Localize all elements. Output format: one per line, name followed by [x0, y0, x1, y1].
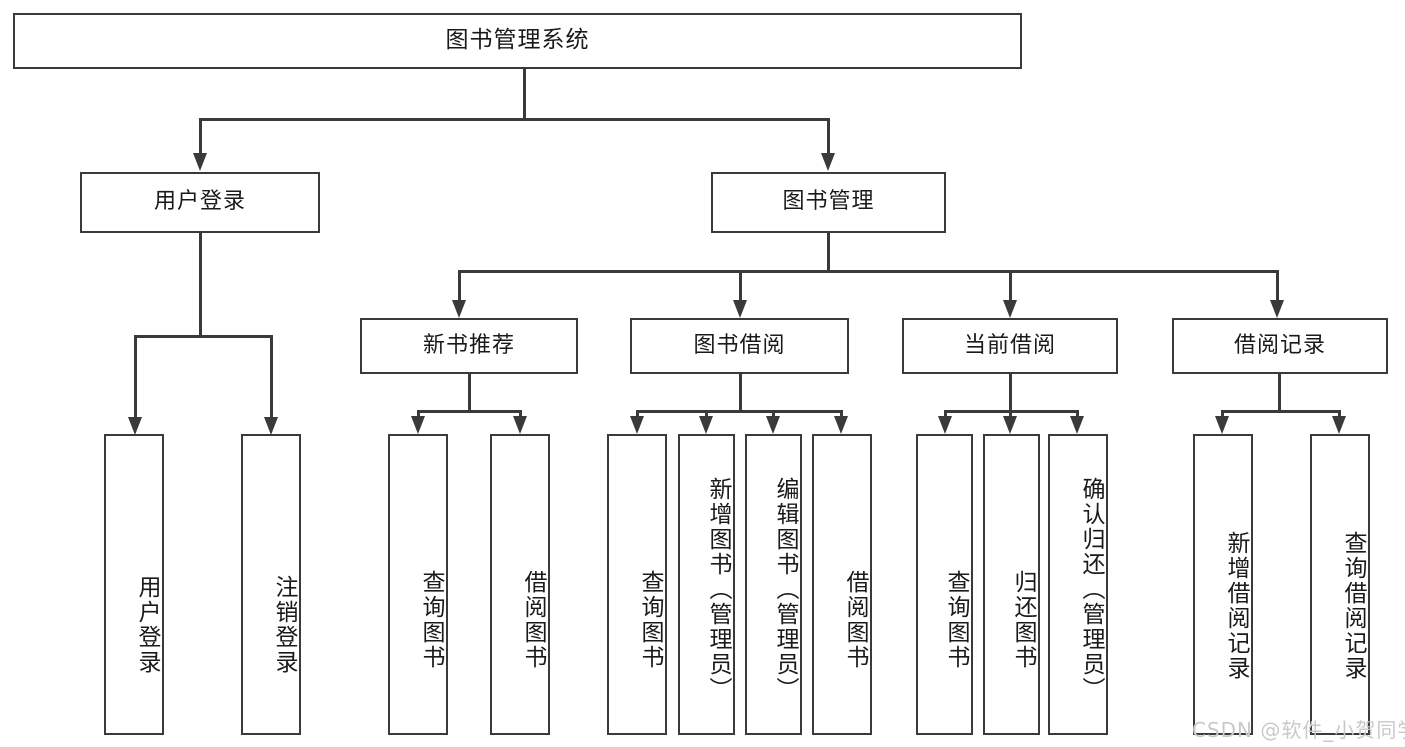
edge-book-borrow-bar [636, 410, 842, 413]
leaf-label: 查询图书 [943, 569, 969, 670]
leaf-label: 查询图书 [418, 569, 444, 670]
edge-current-borrow-drop-1 [944, 410, 947, 418]
leaf-current-borrow-query[interactable]: 查询图书 [916, 434, 973, 735]
node-label: 借阅记录 [1233, 332, 1326, 358]
edge-borrow-record-drop-2 [1338, 410, 1341, 418]
edge-current-borrow-stem [1009, 374, 1012, 410]
edge-book-manage-to-new-book [458, 270, 461, 303]
node-label: 图书管理 [782, 189, 875, 215]
arrow-to-user-login-leaf-1 [128, 417, 142, 435]
edge-new-book-stem [468, 374, 471, 410]
arrow-to-new-book-leaf-1 [411, 416, 425, 434]
arrow-to-current-borrow-leaf-2 [1003, 416, 1017, 434]
node-label: 用户登录 [153, 189, 246, 215]
edge-book-borrow-drop-3 [772, 410, 775, 418]
edge-borrow-record-bar [1221, 410, 1340, 413]
node-book-borrow[interactable]: 图书借阅 [630, 318, 849, 374]
edge-root-stem [523, 69, 526, 118]
node-borrow-record[interactable]: 借阅记录 [1172, 318, 1388, 374]
leaf-user-login-login[interactable]: 用户登录 [104, 434, 164, 735]
leaf-label: 新增借阅记录 [1223, 530, 1249, 681]
edge-new-book-bar [417, 410, 521, 413]
leaf-user-login-logout[interactable]: 注销登录 [241, 434, 301, 735]
edge-user-login-stem [199, 233, 202, 335]
node-label: 图书管理系统 [445, 27, 590, 54]
edge-new-book-drop-1 [417, 410, 420, 418]
arrow-to-borrow-record-leaf-2 [1332, 416, 1346, 434]
arrow-to-current-borrow-leaf-3 [1070, 416, 1084, 434]
node-user-login[interactable]: 用户登录 [80, 172, 320, 233]
arrow-to-book-borrow-leaf-4 [834, 416, 848, 434]
edge-user-login-bar [134, 335, 272, 338]
edge-root-to-book-manage [827, 118, 830, 153]
leaf-label: 查询借阅记录 [1340, 530, 1366, 681]
leaf-label: 查询图书 [637, 569, 663, 670]
leaf-label: 注销登录 [271, 574, 297, 675]
arrow-to-new-book-leaf-2 [513, 416, 527, 434]
edge-root-bar [199, 118, 829, 121]
edge-borrow-record-drop-1 [1221, 410, 1224, 418]
node-label: 当前借阅 [963, 332, 1056, 358]
edge-book-borrow-stem [739, 374, 742, 410]
arrow-to-book-borrow-leaf-2 [699, 416, 713, 434]
leaf-new-book-borrow[interactable]: 借阅图书 [490, 434, 550, 735]
edge-new-book-drop-2 [519, 410, 522, 418]
edge-book-manage-to-current [1009, 270, 1012, 303]
arrow-to-current-borrow-leaf-1 [938, 416, 952, 434]
arrow-to-borrow-record-leaf-1 [1215, 416, 1229, 434]
arrow-to-user-login [193, 153, 207, 171]
leaf-label: 归还图书 [1010, 569, 1036, 670]
leaf-label: 用户登录 [134, 574, 160, 675]
leaf-book-borrow-add[interactable]: 新增图书（管理员） [678, 434, 735, 735]
leaf-book-borrow-query[interactable]: 查询图书 [607, 434, 667, 735]
leaf-label: 编辑图书（管理员） [772, 477, 798, 702]
edge-user-login-to-leaf-2 [270, 335, 273, 417]
arrow-to-user-login-leaf-2 [264, 417, 278, 435]
leaf-label: 确认归还（管理员） [1078, 477, 1104, 702]
node-book-management[interactable]: 图书管理 [711, 172, 946, 233]
csdn-watermark: CSDN @软件_小贺同学 [1192, 718, 1405, 742]
edge-book-borrow-drop-1 [636, 410, 639, 418]
arrow-to-borrow-record [1270, 300, 1284, 318]
edge-book-borrow-drop-4 [840, 410, 843, 418]
edge-book-manage-to-record [1276, 270, 1279, 303]
arrow-to-book-manage [821, 153, 835, 171]
edge-current-borrow-drop-2 [1009, 410, 1012, 418]
edge-book-borrow-drop-2 [705, 410, 708, 418]
arrow-to-book-borrow [733, 300, 747, 318]
edge-book-manage-bar [458, 270, 1278, 273]
node-new-book-recommend[interactable]: 新书推荐 [360, 318, 578, 374]
leaf-label: 新增图书（管理员） [705, 477, 731, 702]
leaf-borrow-record-query[interactable]: 查询借阅记录 [1310, 434, 1370, 735]
edge-book-manage-to-borrow [739, 270, 742, 303]
leaf-label: 借阅图书 [842, 569, 868, 670]
arrow-to-current-borrow [1003, 300, 1017, 318]
edge-current-borrow-drop-3 [1076, 410, 1079, 418]
leaf-book-borrow-edit[interactable]: 编辑图书（管理员） [745, 434, 802, 735]
edge-book-manage-stem [827, 233, 830, 270]
leaf-current-borrow-return[interactable]: 归还图书 [983, 434, 1040, 735]
arrow-to-new-book [452, 300, 466, 318]
leaf-new-book-query[interactable]: 查询图书 [388, 434, 448, 735]
edge-user-login-to-leaf-1 [134, 335, 137, 417]
node-current-borrow[interactable]: 当前借阅 [902, 318, 1118, 374]
leaf-current-borrow-confirm[interactable]: 确认归还（管理员） [1048, 434, 1108, 735]
node-label: 图书借阅 [693, 332, 786, 358]
leaf-label: 借阅图书 [520, 569, 546, 670]
leaf-book-borrow-borrow[interactable]: 借阅图书 [812, 434, 872, 735]
arrow-to-book-borrow-leaf-1 [630, 416, 644, 434]
node-label: 新书推荐 [422, 332, 515, 358]
edge-root-to-user-login [199, 118, 202, 153]
node-root-system[interactable]: 图书管理系统 [13, 13, 1022, 69]
arrow-to-book-borrow-leaf-3 [766, 416, 780, 434]
edge-borrow-record-stem [1278, 374, 1281, 410]
leaf-borrow-record-add[interactable]: 新增借阅记录 [1193, 434, 1253, 735]
